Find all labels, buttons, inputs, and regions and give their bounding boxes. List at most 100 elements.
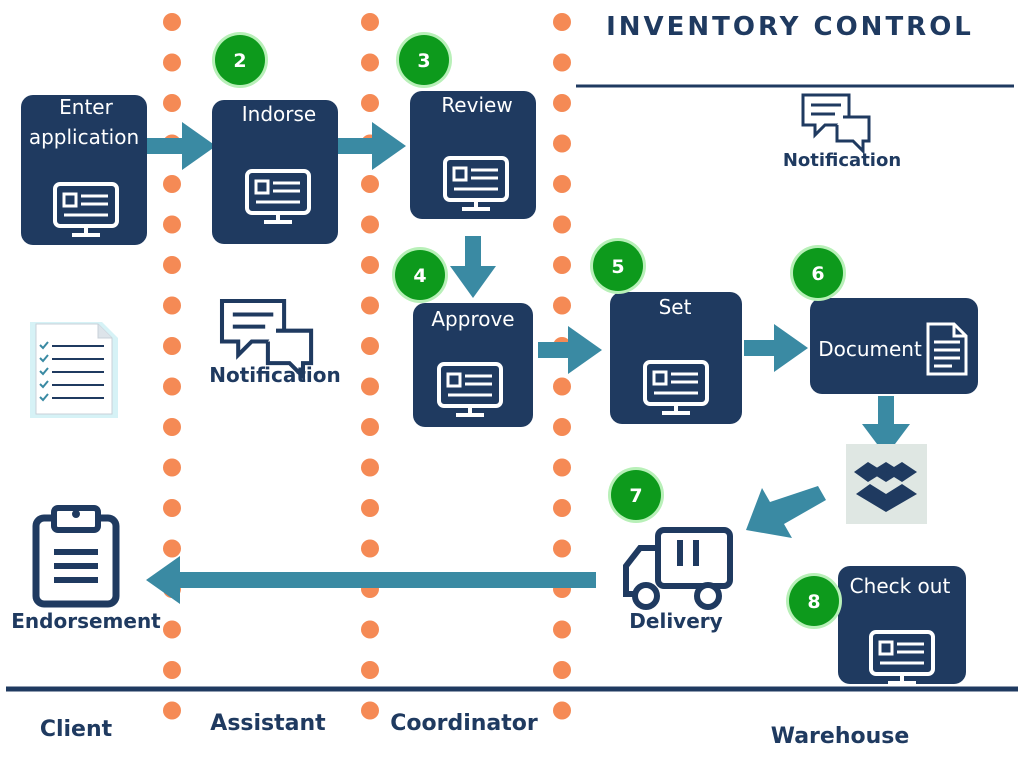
arrow-indorse-to-review — [338, 122, 406, 170]
lane-dot — [361, 418, 379, 436]
arrow-document-to-box — [862, 396, 910, 456]
indorse-label: Indorse — [242, 102, 316, 126]
lane-dot — [361, 499, 379, 517]
endorsement-label: Endorsement — [11, 609, 161, 633]
arrow-set-to-document — [744, 324, 808, 372]
lane-dot — [163, 539, 181, 558]
step-box-document: Document — [810, 298, 978, 394]
lane-dot — [163, 215, 181, 234]
lane-dot — [163, 13, 181, 31]
lane-dot — [163, 701, 181, 720]
lane-label-assistant: Assistant — [210, 711, 326, 736]
step-badge-4: 4 — [392, 247, 448, 303]
lane-dot — [553, 418, 571, 436]
step-badge-3: 3 — [396, 32, 452, 88]
lane-dot — [163, 458, 181, 477]
clipboard-icon — [32, 505, 120, 608]
lane-dot — [163, 499, 181, 517]
flow-arrows — [146, 122, 910, 604]
lane-dot — [163, 418, 181, 436]
step-badges: 2 3 4 5 6 7 8 — [212, 32, 846, 629]
document-icon — [926, 322, 968, 376]
lane-dot — [163, 661, 181, 679]
arrow-enter-to-indorse — [146, 122, 216, 170]
arrow-review-to-approve — [450, 236, 496, 298]
lane-dot — [553, 215, 571, 234]
step-badge-7: 7 — [608, 467, 664, 523]
step-box-indorse: Indorse — [212, 100, 338, 244]
svg-text:6: 6 — [811, 263, 824, 285]
svg-text:4: 4 — [413, 265, 426, 287]
delivery-truck-icon — [623, 527, 733, 610]
lane-dot — [361, 539, 379, 558]
step-box-approve: Approve — [413, 303, 533, 427]
svg-text:7: 7 — [629, 485, 642, 507]
notification-label-assistant: Notification — [209, 363, 340, 387]
lane-dot — [361, 94, 379, 112]
page-title: INVENTORY CONTROL — [606, 12, 974, 42]
arrow-box-to-delivery — [746, 486, 826, 538]
set-label: Set — [659, 295, 692, 319]
lane-dot — [163, 94, 181, 112]
lane-dot — [553, 701, 571, 720]
lane-dot — [553, 661, 571, 679]
step-badge-6: 6 — [790, 245, 846, 301]
step-badge-8: 8 — [786, 573, 842, 629]
delivery-label: Delivery — [629, 609, 722, 633]
lane-dot — [361, 377, 379, 396]
lane-dot — [361, 256, 379, 274]
lane-dot — [361, 53, 379, 72]
checklist-document-icon — [30, 322, 118, 418]
step-box-enter-application: Enter application — [21, 95, 147, 245]
svg-text:5: 5 — [611, 256, 624, 278]
enter-label-line2: application — [29, 125, 139, 149]
lane-dot — [361, 337, 379, 355]
lane-dot — [553, 53, 571, 72]
lane-dot — [163, 175, 181, 193]
lane-dot — [163, 620, 181, 639]
dropbox-box-icon — [846, 444, 927, 524]
lane-dot — [553, 256, 571, 274]
lane-dot — [163, 337, 181, 355]
svg-text:2: 2 — [233, 50, 246, 72]
checkout-label: Check out — [850, 574, 951, 598]
svg-text:8: 8 — [807, 591, 820, 613]
lane-dot — [163, 53, 181, 72]
lane-dot — [361, 701, 379, 720]
lane-dot — [361, 458, 379, 477]
arrow-approve-to-set — [538, 326, 602, 374]
chat-bubbles-icon — [801, 93, 871, 153]
lane-dot — [361, 661, 379, 679]
lane-dot — [163, 256, 181, 274]
approve-label: Approve — [431, 307, 514, 331]
lane-dot — [553, 134, 571, 153]
document-label: Document — [818, 337, 922, 361]
svg-text:3: 3 — [417, 50, 430, 72]
lane-dot — [361, 13, 379, 31]
lane-dot — [553, 94, 571, 112]
lane-dot — [553, 296, 571, 315]
notification-label-warehouse: Notification — [783, 150, 901, 171]
lane-dot — [361, 296, 379, 315]
review-label: Review — [441, 93, 512, 117]
lane-dot — [163, 296, 181, 315]
lane-dot — [361, 215, 379, 234]
lane-dot — [553, 458, 571, 477]
lane-dot — [553, 499, 571, 517]
lane-dot — [553, 175, 571, 193]
step-badge-5: 5 — [590, 238, 646, 294]
lane-dot — [553, 539, 571, 558]
lane-dot — [553, 620, 571, 639]
lane-dot — [553, 13, 571, 31]
lane-label-client: Client — [40, 717, 113, 742]
step-badge-2: 2 — [212, 32, 268, 88]
step-box-set: Set — [610, 292, 742, 424]
enter-label-line1: Enter — [59, 95, 113, 119]
step-box-check-out: Check out — [838, 566, 966, 685]
lane-dot — [361, 620, 379, 639]
lane-label-coordinator: Coordinator — [390, 711, 538, 736]
lane-dot — [163, 377, 181, 396]
arrow-delivery-to-endorsement — [146, 556, 596, 604]
lane-dot — [553, 377, 571, 396]
